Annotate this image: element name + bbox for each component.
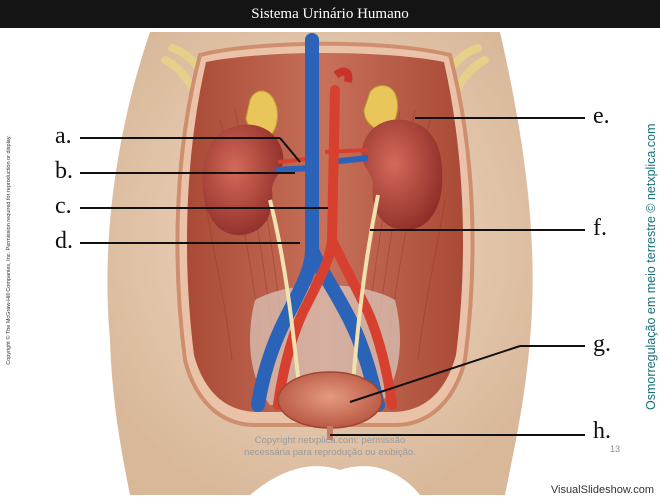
label-c: c. — [55, 193, 72, 219]
anatomy-illustration — [80, 32, 585, 495]
watermark-line-2: necessária para reprodução ou exibição. — [244, 447, 416, 458]
side-brand: Osmorregulação em meio terrestre © netxp… — [644, 123, 658, 410]
leader-a-bend — [279, 137, 301, 163]
label-f: f. — [593, 215, 607, 241]
left-ureter — [268, 199, 302, 396]
aorta — [273, 85, 397, 410]
slide-title: Sistema Urinário Humano — [251, 5, 409, 22]
label-e: e. — [593, 103, 610, 129]
page-number: 13 — [610, 444, 621, 454]
label-a: a. — [55, 123, 72, 149]
slide-title-bar: Sistema Urinário Humano — [0, 0, 660, 28]
leader-lines — [80, 117, 585, 436]
label-g: g. — [593, 331, 611, 357]
watermark: Copyright netxplica.com: permissão neces… — [230, 435, 430, 459]
side-copyright: Copyright © The McGraw-Hill Companies, I… — [6, 135, 12, 365]
ribs — [161, 44, 489, 129]
right-ureter — [350, 194, 380, 396]
brand-link[interactable]: VisualSlideshow.com — [550, 484, 654, 496]
label-b: b. — [55, 158, 73, 184]
mesenteric-stub — [333, 67, 353, 83]
label-d: d. — [55, 228, 73, 254]
leader-g — [349, 345, 521, 403]
right-kidney — [361, 119, 443, 231]
diagram-stage: a. b. c. d. e. f. g. h. — [0, 28, 660, 500]
right-adrenal — [363, 85, 399, 133]
label-h: h. — [593, 418, 611, 444]
bladder — [277, 371, 383, 429]
watermark-line-1: Copyright netxplica.com: permissão — [254, 435, 406, 446]
